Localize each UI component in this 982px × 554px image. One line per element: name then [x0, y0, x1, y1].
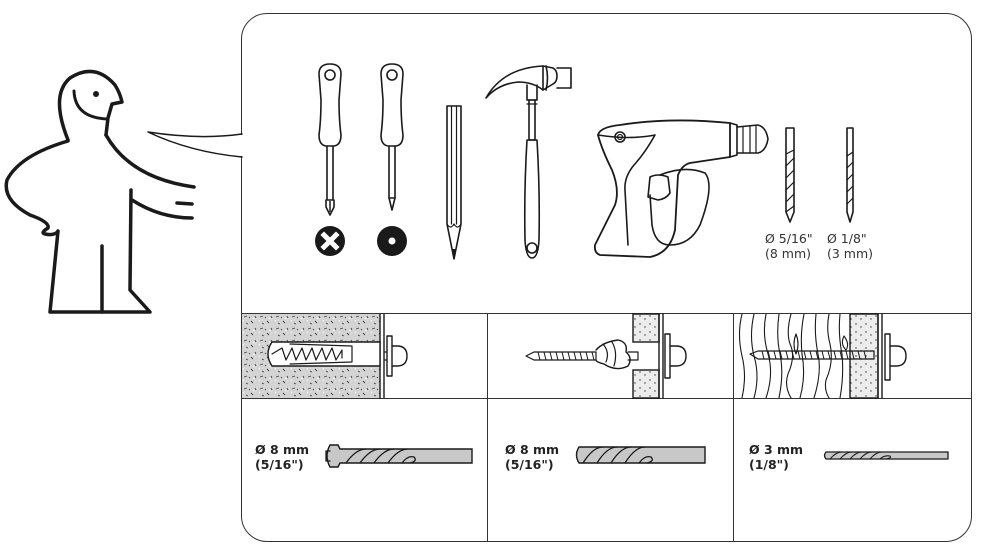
masonry-bit-icon [325, 444, 473, 468]
pencil-icon [446, 105, 462, 260]
column-divider-1 [487, 313, 488, 542]
hammer-icon [485, 65, 572, 259]
hollow-drill-size: Ø 8 mm (5/16") [505, 442, 560, 472]
thin-twist-bit-icon [823, 451, 949, 460]
phillips-screwdriver-icon [315, 63, 345, 256]
drill-bit-small-label: Ø 1/8" (3 mm) [827, 231, 874, 261]
hollow-wall-section [525, 313, 687, 399]
wood-drill-size: Ø 3 mm (1/8") [749, 442, 804, 472]
eye [93, 91, 99, 97]
column-divider-2 [733, 313, 734, 542]
row-divider-top [242, 313, 972, 314]
ikea-man-figure [4, 69, 243, 314]
drill-bit-large-icon [785, 127, 795, 223]
flathead-screwdriver-icon [377, 63, 407, 256]
concrete-wall-section [242, 313, 408, 399]
wood-wall-section [738, 313, 907, 399]
drill-bit-large-label: Ø 5/16" (8 mm) [765, 231, 813, 261]
drill-bit-small-icon [846, 127, 854, 223]
twist-bit-icon [575, 446, 706, 464]
row-divider-bottom [242, 398, 972, 399]
concrete-drill-size: Ø 8 mm (5/16") [255, 442, 310, 472]
power-drill-icon [593, 119, 769, 258]
